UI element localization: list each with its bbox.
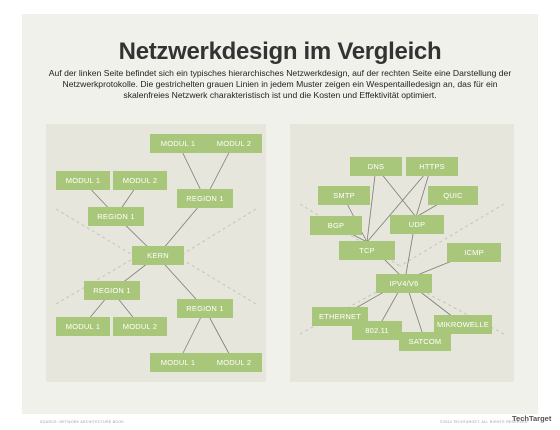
page-title: Netzwerkdesign im Vergleich (118, 38, 442, 65)
module-node: MODUL 1 (150, 353, 206, 372)
module-node: MODUL 1 (56, 317, 110, 336)
region-node: REGION 1 (84, 281, 140, 300)
region-node: REGION 1 (88, 207, 144, 226)
protocol-node: SATCOM (399, 332, 451, 351)
module-node: MODUL 1 (56, 171, 110, 190)
protocol-node: QUIC (428, 186, 478, 205)
protocol-node: ICMP (447, 243, 501, 262)
core-node: KERN (132, 246, 184, 265)
brand-logo: TechTarget (512, 414, 552, 423)
protocol-panel: DNS HTTPS SMTP QUIC BGP UDP TCP ICMP IPV… (290, 124, 514, 382)
protocol-node: HTTPS (406, 157, 458, 176)
protocol-node: SMTP (318, 186, 370, 205)
module-node: MODUL 2 (113, 317, 167, 336)
copyright-note: ©2024 TECHTARGET. ALL RIGHTS RESERVED. (440, 420, 529, 424)
protocol-node: MIKROWELLE (434, 315, 492, 334)
module-node: MODUL 2 (113, 171, 167, 190)
hierarchy-panel: MODUL 1 MODUL 2 MODUL 1 MODUL 2 REGION 1… (46, 124, 266, 382)
module-node: MODUL 1 (150, 134, 206, 153)
module-node: MODUL 2 (206, 134, 262, 153)
page-subtitle: Auf der linken Seite befindet sich ein t… (48, 68, 512, 100)
source-note: SOURCE: NETWORK ARCHITECTURE BOOK (40, 420, 124, 424)
region-node: REGION 1 (177, 299, 233, 318)
protocol-node: TCP (339, 241, 395, 260)
protocol-node: BGP (310, 216, 362, 235)
protocol-node: DNS (350, 157, 402, 176)
protocol-node: UDP (390, 215, 444, 234)
protocol-node: 802.11 (352, 321, 402, 340)
protocol-node: IPV4/V6 (376, 274, 432, 293)
region-node: REGION 1 (177, 189, 233, 208)
module-node: MODUL 2 (206, 353, 262, 372)
